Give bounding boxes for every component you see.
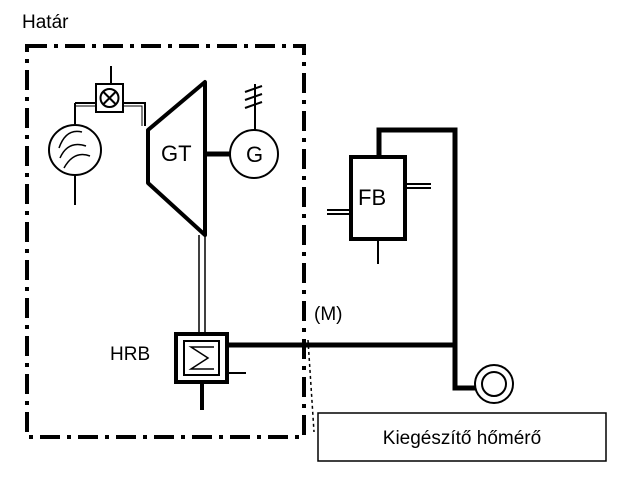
furnace-boiler: FB xyxy=(327,155,431,264)
valve-icon xyxy=(95,66,124,113)
pump-icon xyxy=(474,364,514,404)
compressor-icon xyxy=(48,102,102,205)
measurement-leader xyxy=(307,339,315,433)
steam-line xyxy=(227,342,476,391)
generator-icon: G xyxy=(229,84,279,179)
system-boundary xyxy=(25,44,306,439)
additional-thermometer-label: Kiegészítő hőmérő xyxy=(383,428,541,449)
gas-turbine: GT xyxy=(146,80,207,237)
measurement-point-label: (M) xyxy=(314,304,342,325)
gas-turbine-label: GT xyxy=(161,141,192,166)
generator-label: G xyxy=(246,142,263,167)
hrb-label: HRB xyxy=(110,344,150,365)
boundary-label: Határ xyxy=(22,12,69,33)
thermometer-box xyxy=(317,412,607,462)
fb-label: FB xyxy=(358,185,386,210)
heat-recovery-boiler: HRB xyxy=(110,332,246,410)
